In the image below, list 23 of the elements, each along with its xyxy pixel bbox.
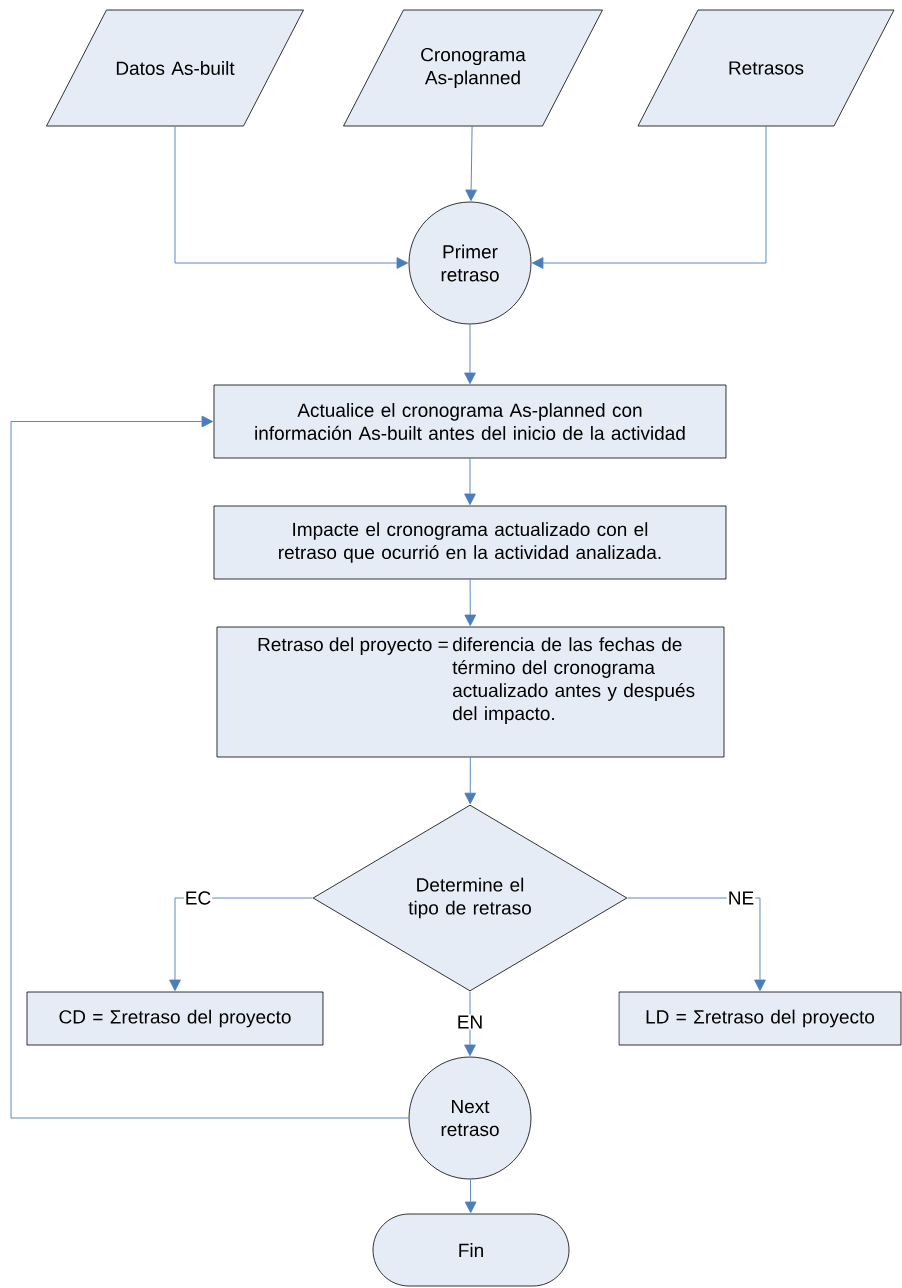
arrow bbox=[464, 1178, 477, 1214]
edge-label: EN bbox=[455, 1014, 485, 1030]
arrow bbox=[464, 990, 476, 1057]
arrow bbox=[10, 415, 410, 1119]
arrow bbox=[531, 125, 767, 269]
arrow bbox=[174, 125, 409, 269]
arrow bbox=[464, 756, 477, 805]
arrow bbox=[464, 578, 477, 627]
arrow bbox=[465, 125, 477, 202]
process-box: Actualice el cronograma As-planned con información As-built antes del inicio de la actividad bbox=[213, 384, 727, 459]
arrow bbox=[169, 897, 314, 992]
process-box: Impacte el cronograma actualizado con el retraso que ocurrió en la actividad analizada. bbox=[213, 505, 727, 580]
arrow bbox=[464, 323, 476, 385]
arrow bbox=[626, 897, 766, 992]
process-box: Retraso del proyecto = diferencia de las fechas de término del cronograma actualizado antes y después del impacto. bbox=[216, 626, 725, 758]
data-parallelogram: Retrasos bbox=[637, 9, 895, 127]
data-parallelogram: Cronograma As-planned bbox=[343, 9, 603, 127]
process-box: LD = Σretraso del proyecto bbox=[618, 991, 902, 1046]
edge-label: NE bbox=[726, 890, 756, 906]
edge-label: EC bbox=[183, 890, 213, 906]
process-box: CD = Σretraso del proyecto bbox=[26, 991, 324, 1046]
arrow bbox=[464, 457, 476, 506]
data-parallelogram: Datos As-built bbox=[46, 9, 304, 127]
